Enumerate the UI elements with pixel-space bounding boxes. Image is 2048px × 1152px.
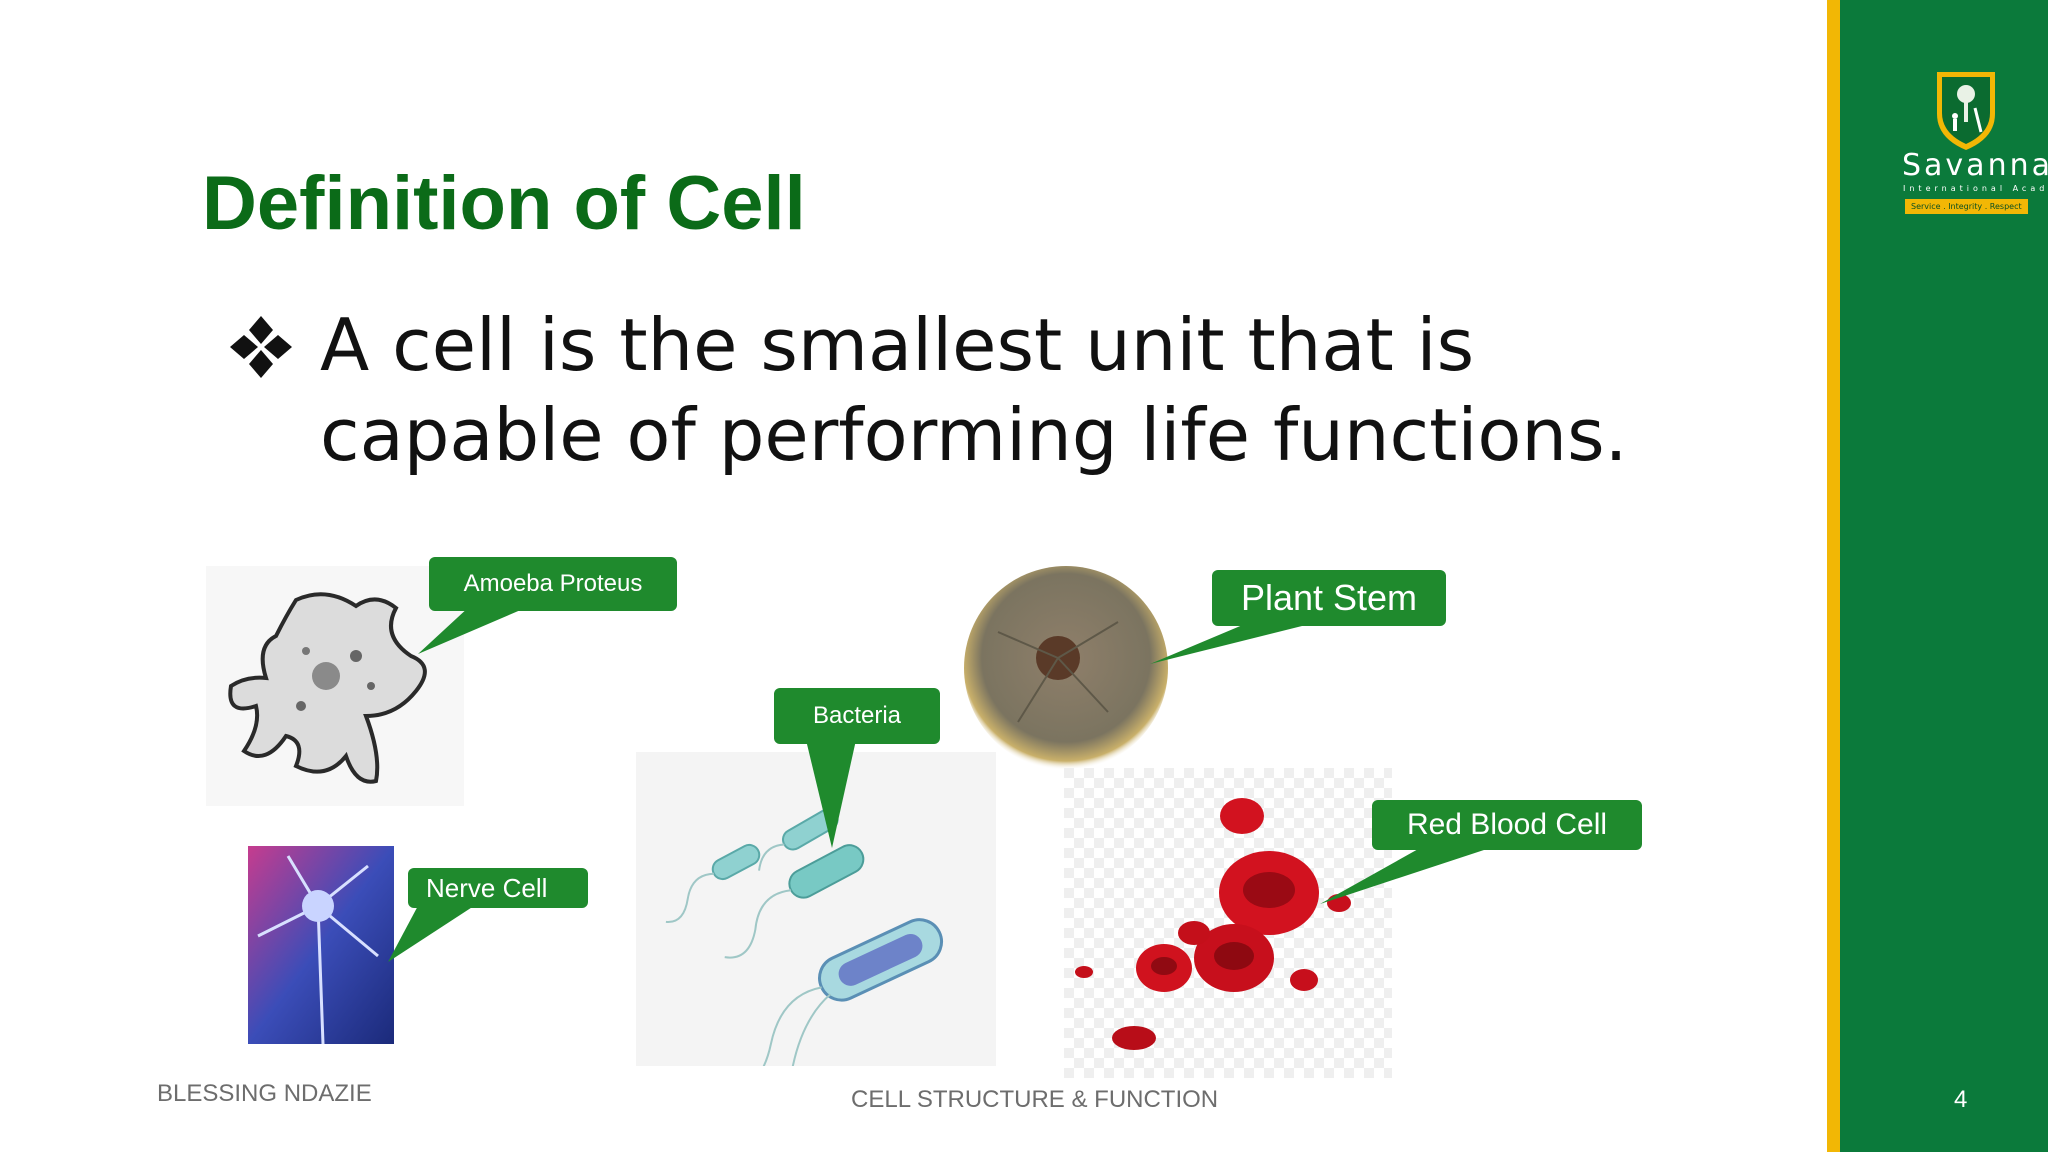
logo-name: Savanna [1902, 148, 2048, 183]
callout-red-blood-cell: Red Blood Cell [1372, 800, 1642, 850]
four-diamond-bullet-icon [230, 316, 292, 378]
school-logo-icon [1937, 72, 1995, 150]
footer-author: BLESSING NDAZIE [157, 1080, 372, 1107]
callout-bacteria: Bacteria [774, 688, 940, 744]
logo-subtitle: International Acade [1903, 184, 2048, 193]
plant-stem-image [964, 566, 1168, 770]
logo-motto: Service . Integrity . Respect [1905, 199, 2028, 214]
page-number: 4 [1954, 1086, 1968, 1113]
nerve-cell-image [248, 846, 394, 1044]
bullet-text: A cell is the smallest unit that is capa… [320, 303, 1628, 477]
red-blood-cell-image [1064, 768, 1392, 1078]
callout-plant-stem: Plant Stem [1212, 570, 1446, 626]
slide-title: Definition of Cell [202, 161, 806, 246]
footer-topic: CELL STRUCTURE & FUNCTION [851, 1086, 1219, 1113]
sidebar-stripe [1827, 0, 1840, 1152]
callout-amoeba: Amoeba Proteus [429, 557, 677, 611]
bacteria-image [636, 752, 996, 1066]
sidebar-band [1827, 0, 2048, 1152]
amoeba-image [206, 566, 464, 806]
callout-nerve-cell: Nerve Cell [408, 868, 588, 908]
